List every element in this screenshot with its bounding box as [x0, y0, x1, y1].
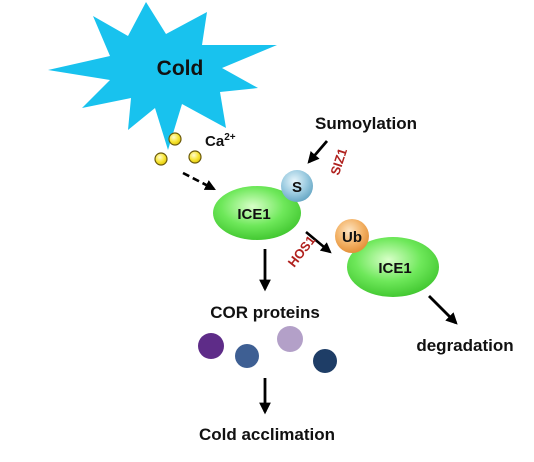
calcium-ion-1 [168, 132, 182, 146]
ice1-degraded-label: ICE1 [378, 260, 411, 277]
degradation-arrow [428, 295, 458, 325]
cor-proteins-label: COR proteins [210, 303, 320, 322]
hos1-label: HOS1 [285, 233, 319, 270]
ice1-protein [213, 186, 301, 240]
cold-label: Cold [157, 57, 204, 80]
sumo-badge [281, 170, 313, 202]
cor-protein-navy [313, 349, 337, 373]
calcium-ion-2 [154, 152, 168, 166]
ubiquitin-badge [335, 219, 369, 253]
sumoylation-arrow [307, 140, 329, 164]
calcium-label: Ca2+ [205, 132, 236, 150]
cor-protein-purple [198, 333, 224, 359]
calcium-to-ice1-arrow [182, 171, 216, 191]
ub-badge-label: Ub [342, 229, 362, 246]
siz1-label: SIZ1 [327, 146, 350, 177]
ice1-label: ICE1 [237, 206, 270, 223]
cor-protein-lilac [277, 326, 303, 352]
cold-starburst-shape [48, 2, 277, 150]
calcium-superscript: 2+ [224, 132, 236, 143]
cor-protein-blue [235, 344, 259, 368]
degradation-label: degradation [416, 336, 513, 355]
calcium-ion-3 [188, 150, 202, 164]
cold-acclimation-label: Cold acclimation [199, 425, 335, 444]
hos1-arrow [305, 231, 332, 254]
ice1-ubiquitinated-protein [347, 237, 439, 297]
sumo-badge-label: S [292, 179, 302, 196]
sumoylation-label: Sumoylation [315, 114, 417, 133]
